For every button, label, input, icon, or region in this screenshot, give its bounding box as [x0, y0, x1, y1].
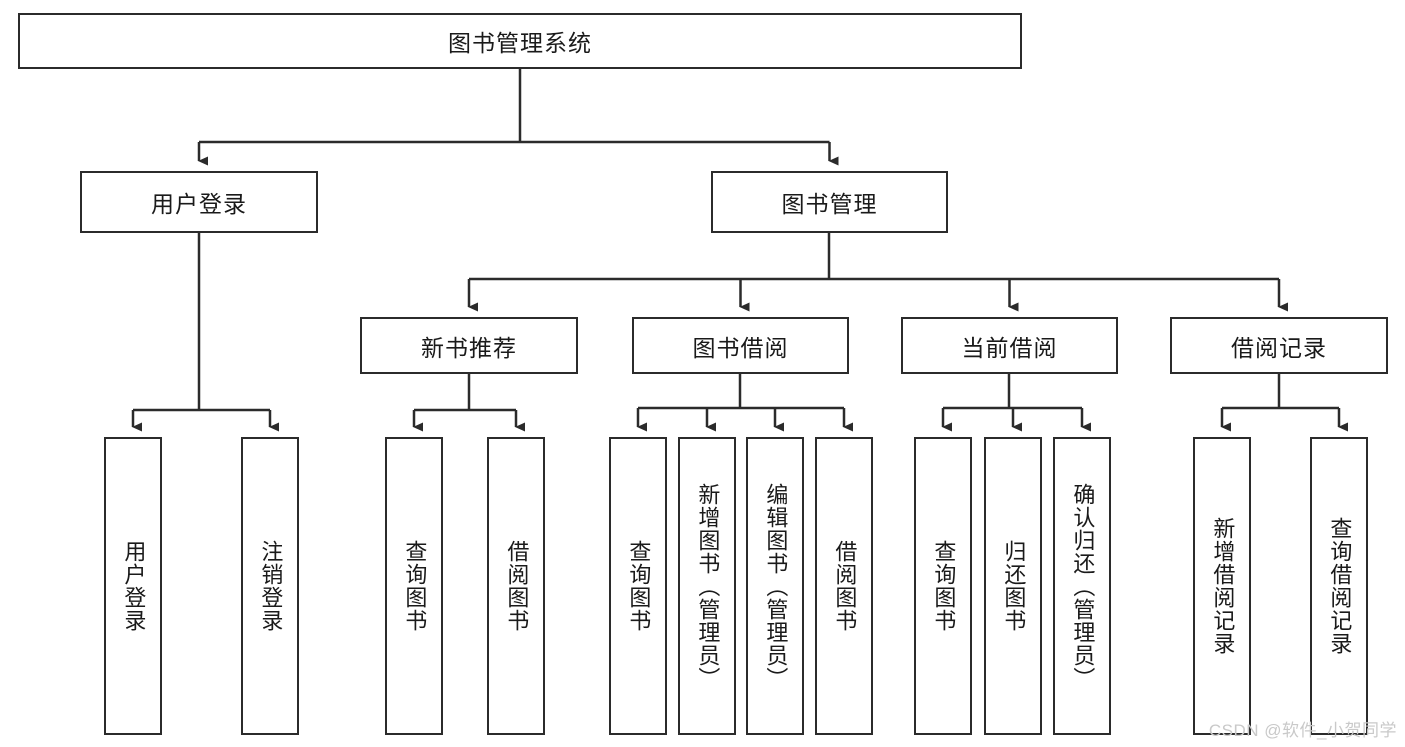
node-label-root: 图书管理系统: [448, 30, 592, 56]
node-label-book-management: 图书管理: [781, 191, 878, 217]
node-leaf-return-books[interactable]: 归还图书: [984, 437, 1042, 735]
node-leaf-logout[interactable]: 注销登录: [241, 437, 299, 735]
node-label-new-book-recommend: 新书推荐: [421, 334, 517, 361]
node-label-leaf-query-borrow-record: 查询借阅记录: [1327, 517, 1353, 655]
node-leaf-query-books[interactable]: 查询图书: [609, 437, 667, 735]
watermark-label: CSDN @软件_小贺同学: [1208, 721, 1397, 740]
node-leaf-confirm-return-admin[interactable]: 确认归还（管理员）: [1053, 437, 1111, 735]
node-book-management[interactable]: 图书管理: [711, 171, 948, 233]
node-label-leaf-query-books-current: 查询图书: [931, 540, 957, 632]
node-label-leaf-confirm-return-admin: 确认归还（管理员）: [1070, 482, 1096, 690]
node-label-leaf-return-books: 归还图书: [1001, 540, 1027, 632]
node-borrow-record[interactable]: 借阅记录: [1170, 317, 1388, 374]
node-label-leaf-add-book-admin: 新增图书（管理员）: [695, 482, 721, 690]
node-leaf-borrow-books-recommend[interactable]: 借阅图书: [487, 437, 545, 735]
node-leaf-user-login[interactable]: 用户登录: [104, 437, 162, 735]
node-label-book-borrow: 图书借阅: [692, 334, 789, 361]
node-label-current-borrow: 当前借阅: [961, 334, 1058, 361]
node-label-leaf-logout: 注销登录: [258, 540, 284, 632]
node-leaf-query-books-current[interactable]: 查询图书: [914, 437, 972, 735]
node-label-leaf-edit-book-admin: 编辑图书（管理员）: [763, 482, 789, 690]
node-root[interactable]: 图书管理系统: [18, 13, 1022, 69]
node-label-leaf-borrow-books-recommend: 借阅图书: [504, 540, 530, 632]
node-new-book-recommend[interactable]: 新书推荐: [360, 317, 578, 374]
node-leaf-borrow-books[interactable]: 借阅图书: [815, 437, 873, 735]
node-leaf-add-book-admin[interactable]: 新增图书（管理员）: [678, 437, 736, 735]
node-label-leaf-query-books: 查询图书: [626, 540, 652, 632]
node-book-borrow[interactable]: 图书借阅: [632, 317, 849, 374]
node-label-leaf-add-borrow-record: 新增借阅记录: [1210, 517, 1236, 655]
node-label-leaf-borrow-books: 借阅图书: [832, 540, 858, 632]
node-leaf-edit-book-admin[interactable]: 编辑图书（管理员）: [746, 437, 804, 735]
node-current-borrow[interactable]: 当前借阅: [901, 317, 1118, 374]
node-label-user-login: 用户登录: [151, 191, 247, 217]
node-leaf-query-borrow-record[interactable]: 查询借阅记录: [1310, 437, 1368, 735]
node-user-login[interactable]: 用户登录: [80, 171, 318, 233]
node-leaf-add-borrow-record[interactable]: 新增借阅记录: [1193, 437, 1251, 735]
node-label-borrow-record: 借阅记录: [1231, 334, 1327, 361]
node-label-leaf-query-books-recommend: 查询图书: [402, 540, 428, 632]
node-label-leaf-user-login: 用户登录: [121, 540, 147, 632]
node-leaf-query-books-recommend[interactable]: 查询图书: [385, 437, 443, 735]
